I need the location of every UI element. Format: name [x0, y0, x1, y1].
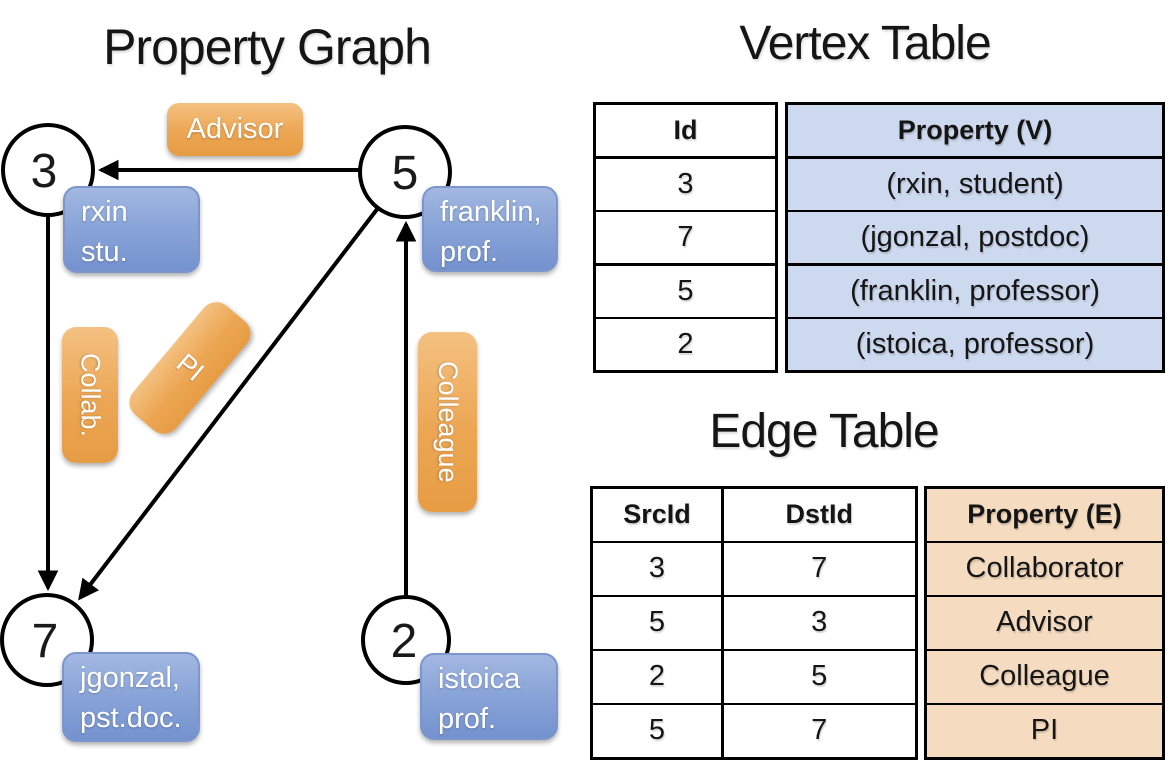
vertex-table-property-cell: (jgonzal, postdoc): [788, 212, 1162, 263]
vertex-node-2-id: 2: [391, 615, 418, 668]
edge-table-property-header: Property (E): [927, 489, 1162, 541]
vertex-table-property-cell: (rxin, student): [788, 158, 1162, 210]
edge-table-srcid-cell: 3: [593, 543, 721, 595]
vertex-table-id-cell: 3: [596, 158, 775, 210]
vertex-property-box-3-line1: rxin: [81, 196, 128, 228]
vertex-table-property-cell: (franklin, professor): [788, 265, 1162, 317]
vertex-table-title: Vertex Table: [739, 17, 991, 70]
edge-label-pi-text: PI: [170, 347, 210, 388]
vertex-table-property-cell: (istoica, professor): [788, 319, 1162, 370]
property-graph-canvas: 3 5 7 2: [0, 123, 452, 687]
edge-table-srcid-header: SrcId: [593, 489, 721, 541]
edge-pi-5-to-7: [78, 206, 380, 601]
edge-table-id-columns: SrcId DstId 3 7 5 3 2 5 5 7: [590, 486, 918, 760]
edge-table-title: Edge Table: [709, 405, 939, 458]
edge-table-property-cell: Colleague: [927, 651, 1162, 703]
edge-table-dstid-cell: 3: [723, 597, 915, 649]
vertex-property-box-3-line2: stu.: [81, 236, 128, 268]
edge-table-property-cell: PI: [927, 705, 1162, 757]
edge-table-dstid-cell: 7: [723, 705, 915, 757]
vertex-node-5-id: 5: [392, 147, 419, 200]
vertex-property-box-5-line1: franklin,: [440, 196, 542, 228]
edge-table-srcid-cell: 5: [593, 597, 721, 649]
edge-table-property-cell: Advisor: [927, 597, 1162, 649]
vertex-table-id-header: Id: [596, 105, 775, 156]
edge-label-advisor: Advisor: [167, 103, 303, 156]
edge-table-dstid-cell: 5: [723, 651, 915, 703]
edge-table-dstid-cell: 7: [723, 543, 915, 595]
vertex-property-box-7-line1: jgonzal,: [80, 662, 180, 694]
edge-label-colleague: Colleague: [418, 332, 477, 512]
vertex-property-box-7: jgonzal, pst.doc.: [62, 652, 200, 742]
edge-table-dstid-header: DstId: [723, 489, 915, 541]
vertex-node-3-id: 3: [31, 145, 58, 198]
property-graph-title: Property Graph: [103, 19, 432, 75]
vertex-table-id-cell: 2: [596, 319, 775, 370]
edge-table-property-column: Property (E) Collaborator Advisor Collea…: [924, 486, 1165, 760]
vertex-property-box-2-line2: prof.: [438, 703, 497, 735]
vertex-property-box-2-line1: istoica: [438, 663, 521, 695]
vertex-node-7-id: 7: [32, 615, 59, 668]
vertex-table-property-column: Property (V) (rxin, student) (jgonzal, p…: [785, 102, 1165, 373]
edge-table-srcid-cell: 5: [593, 705, 721, 757]
vertex-table-id-column: Id 3 7 5 2: [593, 102, 778, 373]
vertex-property-box-3: rxin stu.: [63, 186, 200, 273]
edge-label-advisor-text: Advisor: [186, 113, 284, 145]
vertex-table-id-cell: 7: [596, 212, 775, 263]
edge-label-collab-text: Collab.: [75, 352, 106, 438]
vertex-property-box-2: istoica prof.: [420, 653, 558, 740]
vertex-table-property-header: Property (V): [788, 105, 1162, 156]
vertex-table-id-cell: 5: [596, 265, 775, 317]
vertex-property-box-5: franklin, prof.: [422, 186, 558, 272]
vertex-property-box-7-line2: pst.doc.: [80, 702, 182, 734]
edge-label-collab: Collab.: [62, 327, 118, 463]
vertex-property-box-5-line2: prof.: [440, 236, 499, 268]
edge-table-property-cell: Collaborator: [927, 543, 1162, 595]
edge-label-colleague-text: Colleague: [433, 361, 463, 483]
edge-table-srcid-cell: 2: [593, 651, 721, 703]
